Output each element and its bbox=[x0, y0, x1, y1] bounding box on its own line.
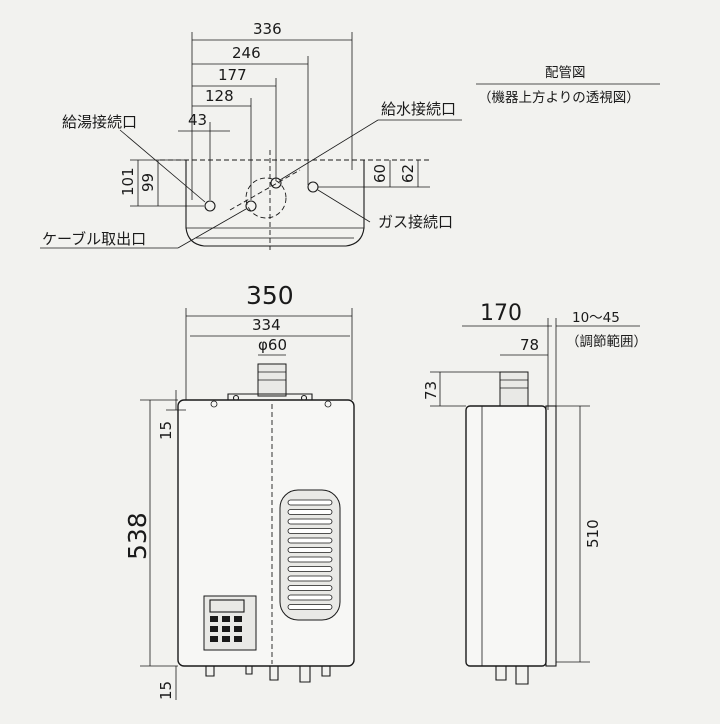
dim-350: 350 bbox=[246, 281, 294, 310]
dim-60: 60 bbox=[371, 164, 389, 183]
dim-538: 538 bbox=[123, 512, 152, 560]
side-body bbox=[465, 405, 547, 667]
side-flue-pipe bbox=[499, 371, 529, 407]
dim-73: 73 bbox=[422, 381, 440, 400]
grille-slat bbox=[287, 594, 333, 601]
grille-slat bbox=[287, 518, 333, 525]
label-gas-port: ガス接続口 bbox=[378, 213, 453, 231]
grille-slat bbox=[287, 547, 333, 553]
dim-phi60: φ60 bbox=[258, 336, 287, 354]
grille-slat bbox=[287, 604, 333, 610]
dim-78: 78 bbox=[520, 336, 539, 354]
dim-170: 170 bbox=[480, 301, 522, 326]
grille-slat bbox=[287, 509, 333, 515]
front-view: 350 334 φ60 bbox=[123, 281, 355, 700]
grille-slat bbox=[287, 528, 333, 534]
piping-title: 配管図 bbox=[545, 65, 586, 81]
grille-slat bbox=[287, 556, 333, 563]
piping-subtitle: （機器上方よりの透視図） bbox=[478, 90, 640, 106]
label-hot-water-port: 給湯接続口 bbox=[62, 113, 137, 131]
grille-slat bbox=[287, 585, 333, 591]
hot-water-port bbox=[204, 200, 216, 212]
plan-outline bbox=[185, 160, 365, 247]
piping-diagram: 336 246 177 128 43 101 99 60 62 給湯接続口 給水… bbox=[40, 20, 660, 250]
side-view: 170 78 10～45 （調節範囲） 73 510 bbox=[422, 301, 647, 685]
dim-177: 177 bbox=[218, 66, 247, 84]
dim-15-top: 15 bbox=[157, 421, 175, 440]
cable-outlet-port bbox=[245, 200, 257, 212]
dim-246: 246 bbox=[232, 44, 261, 62]
grille-slat bbox=[287, 499, 333, 506]
gas-port bbox=[307, 181, 319, 193]
dim-128: 128 bbox=[205, 87, 234, 105]
label-water-supply-port: 給水接続口 bbox=[381, 100, 456, 118]
dim-62: 62 bbox=[399, 164, 417, 183]
dim-99: 99 bbox=[139, 173, 157, 192]
dim-510: 510 bbox=[584, 519, 602, 548]
dim-43: 43 bbox=[188, 111, 207, 129]
dim-adjust: 10～45 bbox=[572, 310, 620, 326]
dim-15-bottom: 15 bbox=[157, 681, 175, 700]
dim-adjust-note: （調節範囲） bbox=[566, 334, 647, 350]
grille-slat bbox=[287, 537, 333, 544]
dim-336: 336 bbox=[253, 20, 282, 38]
grille-slat bbox=[287, 575, 333, 582]
dim-101: 101 bbox=[119, 167, 137, 196]
dim-334: 334 bbox=[252, 316, 281, 334]
grille-slat bbox=[287, 566, 333, 572]
label-cable-outlet: ケーブル取出口 bbox=[42, 230, 146, 248]
